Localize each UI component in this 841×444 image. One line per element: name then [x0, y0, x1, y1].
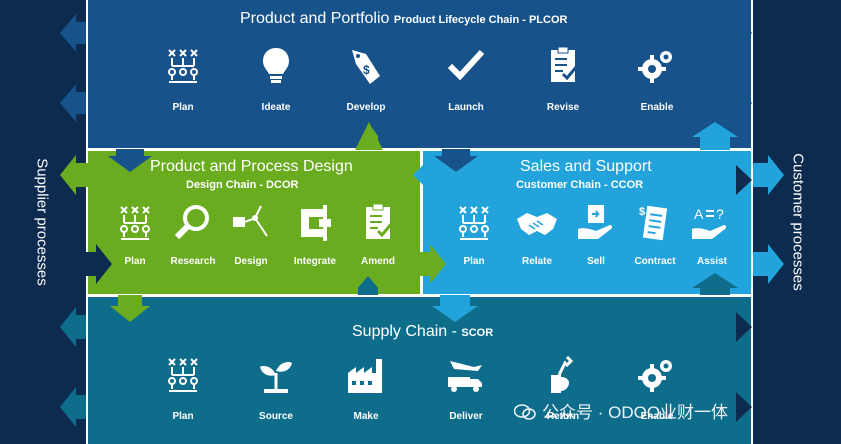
handshake-icon — [517, 213, 557, 235]
divider-left — [86, 0, 88, 444]
sales-item-assist: Assist — [696, 256, 727, 267]
divider-right — [751, 0, 753, 444]
supply-arrows — [60, 307, 86, 427]
product-header: Product and Portfolio Product Lifecycle … — [240, 10, 567, 28]
product-subtitle: Product Lifecycle Chain - PLCOR — [393, 14, 568, 26]
contract-icon: $ — [639, 205, 668, 241]
sales-subtitle: Customer Chain - CCOR — [516, 179, 644, 191]
drafting-tool-icon — [233, 205, 268, 237]
product-band — [86, 0, 753, 149]
design-item-amend: Amend — [361, 256, 395, 267]
product-item-develop: Develop — [346, 102, 386, 113]
product-item-ideate: Ideate — [261, 102, 291, 113]
factory-icon — [348, 359, 382, 393]
design-arrows-dark — [86, 244, 384, 295]
design-item-plan: Plan — [124, 256, 146, 267]
divider-middle — [420, 150, 423, 295]
customer-processes-label: Customer processes — [789, 153, 807, 291]
design-arrows-in — [108, 149, 152, 172]
product-item-launch: Launch — [448, 102, 484, 113]
divider-bottom — [86, 294, 753, 297]
product-item-plan: Plan — [172, 102, 194, 113]
svg-text:$: $ — [363, 63, 370, 77]
truck-plane-icon — [448, 361, 482, 392]
hand-box-icon — [578, 205, 613, 239]
checkmark-icon — [447, 49, 485, 81]
supplier-processes-label: Supplier processes — [33, 158, 51, 286]
clipboard-check-icon — [366, 203, 394, 239]
supply-arrows-dark — [736, 304, 790, 430]
supply-subtitle: SCOR — [461, 327, 494, 339]
design-item-design: Design — [234, 256, 268, 267]
sales-arrows — [413, 122, 784, 322]
gears-icon — [638, 360, 672, 392]
watermark: 公众号 · ODOO业财一体 — [514, 398, 728, 423]
design-subtitle: Design Chain - DCOR — [186, 179, 299, 191]
product-item-revise: Revise — [546, 102, 580, 113]
product-arrows — [60, 14, 752, 122]
supply-item-enable: Enable — [640, 411, 674, 422]
supply-header: Supply Chain - SCOR — [352, 323, 494, 340]
lightbulb-icon — [263, 48, 289, 83]
design-item-research: Research — [170, 256, 216, 267]
design-title: Product and Process Design — [150, 158, 353, 175]
product-item-enable: Enable — [640, 102, 674, 113]
supply-item-return: Return — [546, 411, 580, 422]
clamp-icon — [301, 205, 331, 241]
svg-text:A: A — [694, 206, 704, 222]
supply-title: Supply Chain — [352, 323, 448, 340]
sales-item-sell: Sell — [587, 256, 605, 267]
magnifier-icon — [174, 205, 209, 240]
plan-icon — [168, 358, 198, 392]
svg-text:?: ? — [716, 206, 724, 222]
design-item-integrate: Integrate — [293, 256, 337, 267]
sales-item-relate: Relate — [521, 256, 552, 267]
wechat-icon — [514, 404, 536, 420]
supply-item-source: Source — [259, 411, 293, 422]
sales-title: Sales and Support — [520, 158, 652, 175]
divider-top — [86, 148, 753, 151]
sprout-icon — [260, 361, 292, 393]
watermark-text: 公众号 · ODOO业财一体 — [542, 403, 729, 422]
hand-translate-icon: A? — [692, 206, 727, 239]
hand-wrench-icon — [551, 355, 574, 393]
svg-text:$: $ — [639, 206, 645, 218]
price-tag-icon: $ — [352, 50, 380, 84]
supply-item-make: Make — [353, 411, 379, 422]
sales-item-contract: Contract — [634, 256, 676, 267]
product-arrows-right — [753, 12, 790, 124]
product-title: Product and Portfolio — [240, 10, 390, 27]
sales-arrows-dark — [692, 165, 752, 295]
plan-icon — [459, 206, 489, 240]
plan-icon — [120, 206, 150, 240]
supply-item-deliver: Deliver — [449, 411, 483, 422]
plan-icon — [168, 49, 198, 83]
sales-arrows-in — [434, 149, 478, 172]
clipboard-check-icon — [551, 46, 579, 82]
supply-item-plan: Plan — [172, 411, 194, 422]
gears-icon — [638, 51, 672, 83]
supply-band — [86, 297, 753, 444]
sales-item-plan: Plan — [463, 256, 485, 267]
design-arrows — [60, 122, 446, 322]
